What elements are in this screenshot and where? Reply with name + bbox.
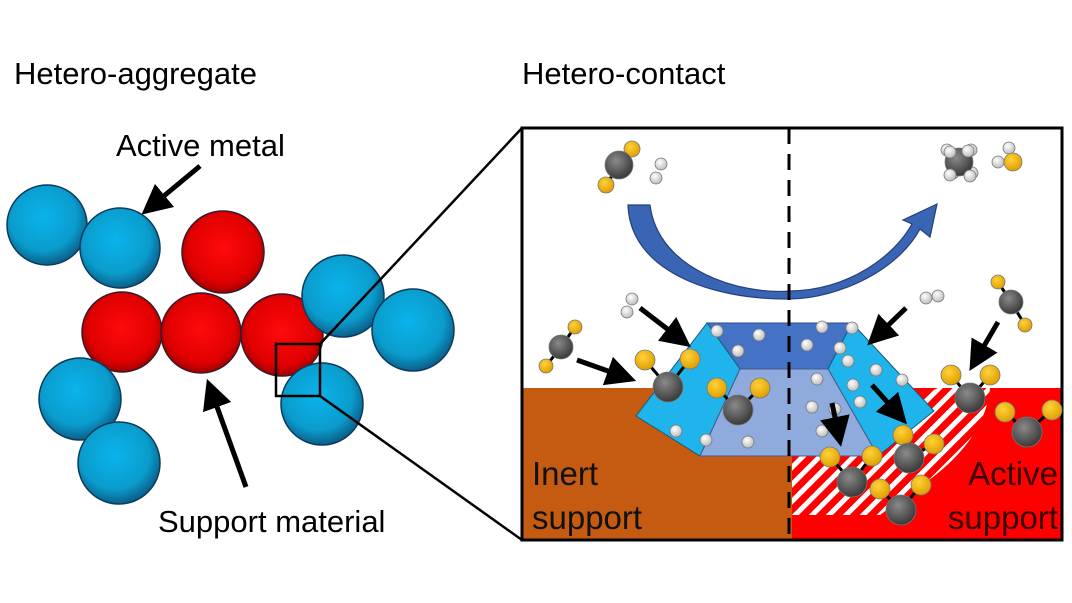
carbon-atom bbox=[836, 466, 868, 498]
oxygen-atom bbox=[1017, 317, 1033, 333]
carbon-atom bbox=[893, 442, 925, 474]
active-metal-label: Active metal bbox=[116, 128, 285, 163]
hydrogen-atom bbox=[649, 171, 663, 185]
hydrogen-atom bbox=[805, 400, 819, 414]
zoom-connector-bottom bbox=[319, 394, 523, 542]
zoom-region-box bbox=[274, 342, 322, 398]
active-support-label: Active support bbox=[900, 452, 1058, 540]
hydrogen-atom bbox=[741, 435, 755, 449]
hydrogen-atom bbox=[991, 155, 1005, 169]
co2-adsorption-arrow bbox=[576, 356, 637, 386]
active-metal-pointer-arrow bbox=[141, 164, 202, 215]
hydrogen-atom bbox=[833, 341, 847, 355]
hydrogen-atom bbox=[845, 321, 859, 335]
oxygen-atom bbox=[1003, 152, 1023, 172]
oxygen-atom bbox=[538, 358, 554, 374]
oxygen-atom bbox=[979, 364, 1001, 386]
hydrogen-atom bbox=[869, 363, 883, 377]
active-support-label-line2: support bbox=[947, 499, 1058, 536]
oxygen-atom bbox=[597, 176, 615, 194]
oxygen-atom bbox=[990, 274, 1006, 290]
adsorption-arrows bbox=[576, 306, 1001, 447]
hydrogen-atom bbox=[752, 328, 766, 342]
hydrogen-atom bbox=[919, 291, 933, 305]
oxygen-atom bbox=[910, 474, 932, 496]
hydrogen-atom bbox=[853, 395, 867, 409]
metal-particle bbox=[77, 421, 161, 505]
support-particle bbox=[240, 293, 324, 377]
oxygen-atom bbox=[567, 319, 583, 335]
support-particle bbox=[181, 210, 265, 294]
zoom-connector-top bbox=[319, 127, 523, 345]
carbon-atom bbox=[548, 334, 574, 360]
h-spillover-arrow bbox=[870, 383, 907, 425]
hydrogen-atom bbox=[710, 324, 724, 338]
metal-particle bbox=[6, 184, 88, 266]
oxygen-atom bbox=[749, 377, 771, 399]
inert-support-label: Inert support bbox=[532, 452, 642, 540]
hydrogen-atom bbox=[815, 320, 829, 334]
co2-adsorption-arrow bbox=[969, 320, 1001, 371]
hydrogen-atom bbox=[731, 344, 745, 358]
hydrogen-atom bbox=[800, 338, 814, 352]
hydrogen-atom bbox=[931, 289, 945, 303]
hydrogen-atom bbox=[961, 144, 975, 158]
metal-particle bbox=[38, 357, 122, 441]
oxygen-atom bbox=[634, 349, 656, 371]
hydrogen-atom bbox=[943, 145, 957, 159]
inert-support-label-line1: Inert bbox=[532, 455, 599, 492]
carbon-atom bbox=[604, 150, 634, 180]
hydrogen-atom bbox=[625, 292, 639, 306]
carbon-atom bbox=[652, 371, 684, 403]
hydrogen-atom bbox=[963, 169, 977, 183]
hydrogen-atom bbox=[841, 354, 855, 368]
carbon-atom bbox=[998, 289, 1024, 315]
metal-particle bbox=[301, 254, 385, 338]
oxygen-atom bbox=[940, 364, 962, 386]
hydrogen-atom bbox=[810, 372, 824, 386]
h-migration-arrow bbox=[820, 402, 850, 447]
inert-support-label-line2: support bbox=[532, 499, 643, 536]
oxygen-atom bbox=[706, 377, 728, 399]
oxygen-atom bbox=[623, 140, 641, 158]
oxygen-atom bbox=[892, 424, 914, 446]
support-material-pointer-arrow bbox=[202, 378, 249, 488]
h2-adsorption-arrow bbox=[867, 306, 908, 346]
hydrogen-atom bbox=[669, 424, 683, 438]
metal-particle bbox=[280, 362, 364, 446]
oxygen-atom bbox=[819, 446, 841, 468]
hydrogen-atom bbox=[846, 378, 860, 392]
h2-adsorption-arrow bbox=[638, 306, 691, 348]
active-support-label-line1: Active bbox=[968, 455, 1058, 492]
carbon-atom bbox=[954, 382, 986, 414]
reaction-arrow bbox=[627, 202, 938, 300]
support-material-label: Support material bbox=[158, 504, 386, 539]
support-particle bbox=[160, 292, 242, 374]
hetero-aggregate-title: Hetero-aggregate bbox=[14, 56, 257, 91]
hetero-aggregate-cluster bbox=[6, 184, 455, 505]
oxygen-atom bbox=[923, 433, 945, 455]
oxygen-atom bbox=[679, 348, 701, 370]
metal-particle bbox=[79, 207, 161, 289]
carbon-atom bbox=[722, 394, 754, 426]
oxygen-atom bbox=[1041, 399, 1063, 421]
oxygen-atom bbox=[861, 445, 883, 467]
hetero-contact-frame bbox=[520, 126, 1064, 542]
carbon-atom bbox=[885, 494, 917, 526]
carbon-atom bbox=[1011, 416, 1043, 448]
hydrogen-atom bbox=[815, 424, 829, 438]
oxygen-atom bbox=[994, 401, 1016, 423]
hydrogen-atom bbox=[895, 373, 909, 387]
hydrogen-atom bbox=[943, 168, 957, 182]
hetero-contact-title: Hetero-contact bbox=[522, 56, 726, 91]
oxygen-atom bbox=[869, 478, 891, 500]
hydrogen-atom bbox=[1002, 141, 1016, 155]
hydrogen-atom bbox=[654, 157, 668, 171]
hydrogen-atom bbox=[620, 305, 634, 319]
metal-particle bbox=[371, 288, 455, 372]
hydrogen-atom bbox=[699, 433, 713, 447]
